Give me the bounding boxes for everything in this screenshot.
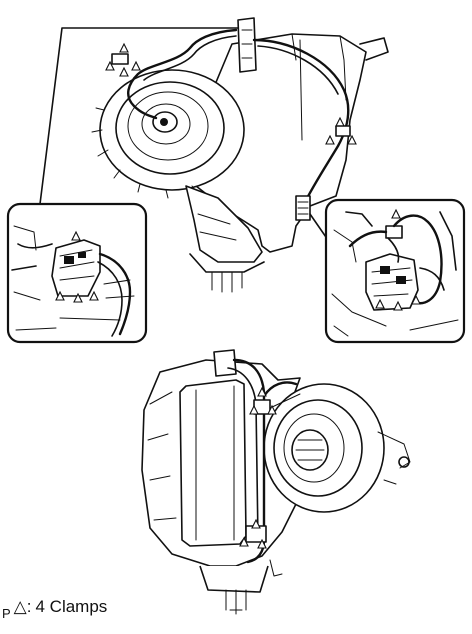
clamp-triangle [251,518,261,529]
right-wire-harness [252,38,350,206]
top-lower-duct [185,185,263,263]
left-detail-callout [6,202,148,344]
bottom-blower-assembly [141,349,411,615]
clamp-triangle [71,230,81,241]
top-blower-assembly [91,17,389,293]
clamp-triangle-icon: △ [13,597,27,616]
left-detail-connector [51,239,101,297]
blower-motor-hub [152,111,178,133]
clamp-triangle [257,538,267,549]
top-connector-tower [237,17,257,73]
legend-text: 4 Clamps [35,597,108,616]
clamp-triangle [249,404,259,415]
clamp-triangle [55,290,65,301]
legend-separator: : [26,597,32,616]
legend: P △ : 4 Clamps [2,592,107,622]
clamp-triangle [119,66,129,77]
clamp-triangle [393,300,403,311]
clamp-triangle [257,386,267,397]
clamp-triangle [105,60,115,71]
clamp-triangle [131,60,141,71]
clamp-triangle [375,298,385,309]
clamp-triangle [411,294,421,305]
clamp-triangle [391,208,401,219]
left-callout-leader [39,27,239,205]
bottom-filter-panel [179,379,247,547]
right-detail-callout [324,198,466,344]
clamp-triangle [239,536,249,547]
bottom-top-connector [213,349,237,377]
clamp-triangle [325,134,335,145]
top-right-bracket [359,37,389,61]
clamp-triangle [89,290,99,301]
clamp-triangle [267,404,277,415]
top-wire-harness [127,28,238,120]
bottom-wire-harness [232,358,266,564]
clamp-triangle [73,292,83,303]
legend-mark: P [2,606,11,621]
clamp-triangle [119,42,129,53]
clamp-triangle [347,134,357,145]
